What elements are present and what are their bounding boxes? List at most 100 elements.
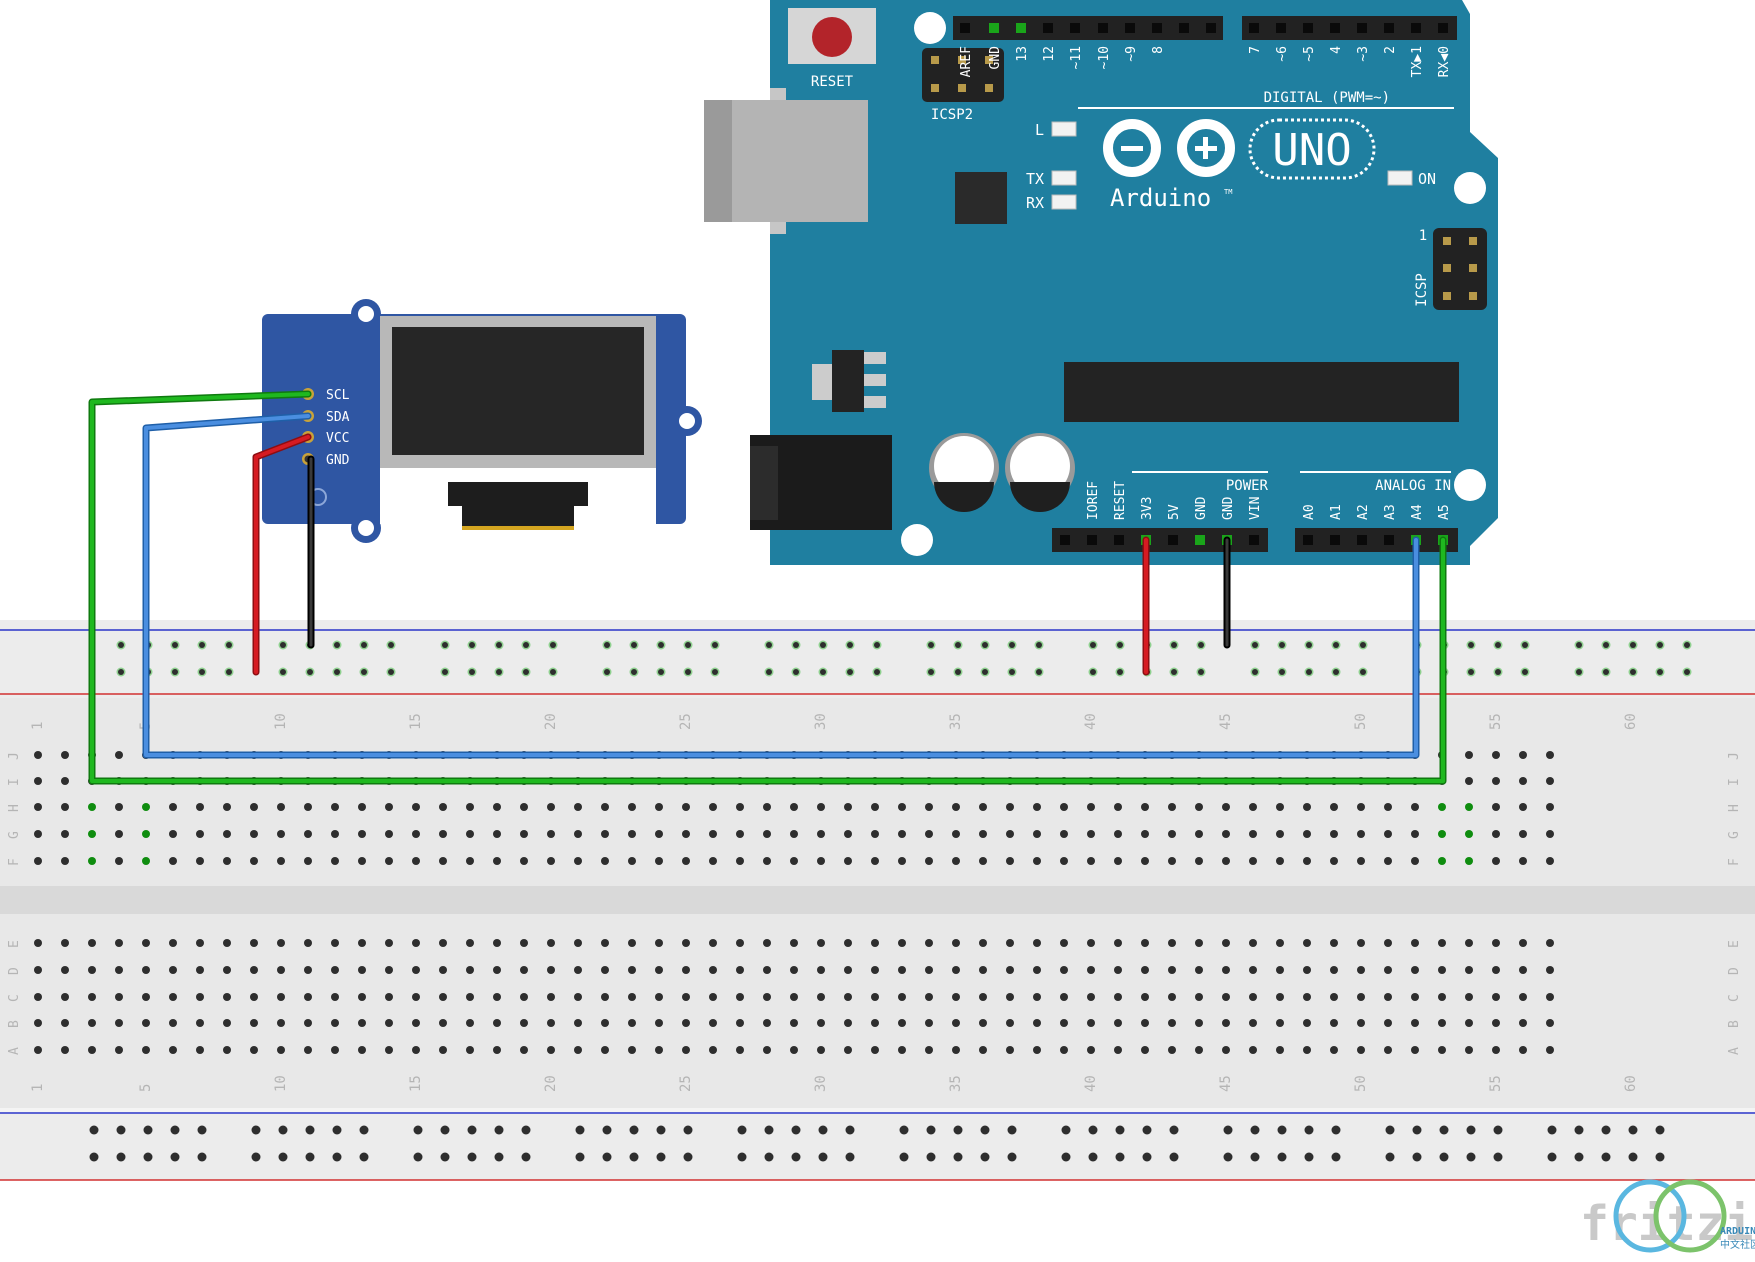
breadboard-hole — [1276, 939, 1284, 947]
breadboard-hole — [709, 1019, 717, 1027]
breadboard-hole — [1195, 1019, 1203, 1027]
column-number-bottom: 30 — [813, 1075, 829, 1092]
arduino-cn-badge-line2: 中文社区 — [1720, 1238, 1755, 1251]
column-number-top: 40 — [1083, 713, 1099, 730]
breadboard-hole — [1060, 803, 1068, 811]
digital-pin-label: ~5 — [1302, 46, 1317, 62]
icsp2-pin — [985, 84, 993, 92]
breadboard-hole — [61, 1019, 69, 1027]
oled-pin-label-scl: SCL — [326, 388, 350, 403]
column-number-top: 45 — [1218, 713, 1234, 730]
breadboard-hole — [547, 857, 555, 865]
breadboard-hole — [1546, 966, 1554, 974]
breadboard-hole — [844, 857, 852, 865]
breadboard-hole — [1087, 939, 1095, 947]
breadboard-hole — [385, 803, 393, 811]
capacitor — [929, 433, 999, 512]
breadboard-hole — [1249, 966, 1257, 974]
breadboard-hole — [115, 966, 123, 974]
rail-hole — [1601, 1125, 1611, 1135]
breadboard-hole — [88, 993, 96, 1001]
rail-hole-center — [1468, 642, 1474, 648]
digital-pin-label: RX◀0 — [1437, 46, 1452, 77]
breadboard-hole — [817, 857, 825, 865]
breadboard-hole — [250, 966, 258, 974]
breadboard-hole — [601, 939, 609, 947]
breadboard-hole — [1546, 777, 1554, 785]
rail-hole-center — [1198, 642, 1204, 648]
rail-hole — [953, 1125, 963, 1135]
rail-hole — [251, 1125, 261, 1135]
rail-hole-center — [604, 669, 610, 675]
rail-hole-center — [1630, 642, 1636, 648]
breadboard-hole — [574, 1019, 582, 1027]
breadboard-hole — [1141, 1019, 1149, 1027]
breadboard-hole — [1465, 1019, 1473, 1027]
breadboard-hole — [1168, 857, 1176, 865]
rail-hole-center — [1576, 669, 1582, 675]
breadboard-hole — [817, 939, 825, 947]
breadboard-labels: 1155101015152020252530303535404045455050… — [7, 713, 1742, 1092]
breadboard-hole — [466, 1046, 474, 1054]
rail-hole-center — [847, 669, 853, 675]
breadboard-hole — [817, 830, 825, 838]
row-letter-left: B — [7, 1020, 22, 1028]
breadboard-hole — [142, 803, 150, 811]
oled-screen — [392, 327, 644, 455]
breadboard-hole — [790, 993, 798, 1001]
breadboard-hole — [331, 966, 339, 974]
breadboard-hole — [223, 939, 231, 947]
breadboard-hole — [466, 993, 474, 1001]
rail-hole-center — [1333, 669, 1339, 675]
breadboard-hole — [88, 803, 96, 811]
breadboard-hole — [655, 1019, 663, 1027]
rail-hole-center — [226, 642, 232, 648]
rail-hole — [575, 1125, 585, 1135]
breadboard-hole — [682, 966, 690, 974]
breadboard-hole — [196, 857, 204, 865]
breadboard-hole — [736, 830, 744, 838]
rail-hole-center — [685, 669, 691, 675]
rail-hole-center — [523, 669, 529, 675]
breadboard-hole — [1303, 857, 1311, 865]
breadboard-hole — [628, 830, 636, 838]
rail-hole — [1574, 1152, 1584, 1162]
rail-hole-center — [523, 642, 529, 648]
breadboard-hole — [1438, 966, 1446, 974]
rail-hole — [1223, 1152, 1233, 1162]
power-pin-label: GND — [1194, 496, 1209, 520]
breadboard-hole — [1357, 939, 1365, 947]
breadboard-hole — [682, 993, 690, 1001]
breadboard-hole — [1492, 1046, 1500, 1054]
column-number-bottom: 15 — [408, 1075, 424, 1092]
digital-pin-socket — [1098, 23, 1108, 33]
breadboard-hole — [1519, 857, 1527, 865]
breadboard-hole — [628, 1046, 636, 1054]
breadboard-hole — [844, 939, 852, 947]
rail-hole — [791, 1152, 801, 1162]
rail-hole-center — [1090, 669, 1096, 675]
breadboard-hole — [1411, 803, 1419, 811]
breadboard-hole — [385, 1046, 393, 1054]
rail-hole-center — [1657, 669, 1663, 675]
breadboard-hole — [439, 966, 447, 974]
breadboard-hole — [1303, 803, 1311, 811]
breadboard-hole — [1249, 803, 1257, 811]
rail-hole-center — [847, 642, 853, 648]
breadboard-hole — [358, 966, 366, 974]
rail-hole — [1331, 1152, 1341, 1162]
breadboard-hole — [520, 939, 528, 947]
analog-pin-label: A3 — [1383, 504, 1398, 520]
digital-pin-socket — [1303, 23, 1313, 33]
breadboard-hole — [250, 803, 258, 811]
breadboard-hole — [331, 993, 339, 1001]
rail-hole — [1061, 1152, 1071, 1162]
digital-header-right — [1242, 16, 1457, 40]
rail-hole-center — [1603, 642, 1609, 648]
rail-hole — [413, 1152, 423, 1162]
rail-hole-center — [1684, 669, 1690, 675]
breadboard-hole — [682, 939, 690, 947]
breadboard-hole — [1411, 857, 1419, 865]
breadboard-hole — [196, 830, 204, 838]
